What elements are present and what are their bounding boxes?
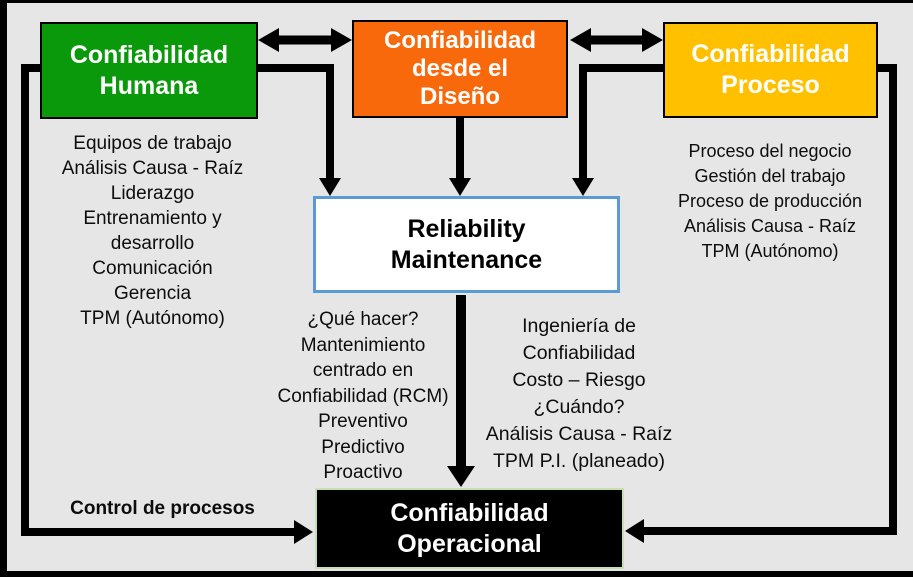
confiabilidad-humana-title: Confiabilidad Humana xyxy=(69,40,229,100)
arrow-humana-diseno-bidirectional-icon xyxy=(258,28,352,52)
control-de-procesos-label: Control de procesos xyxy=(70,498,255,519)
humana-items-list: Equipos de trabajo Análisis Causa - Raíz… xyxy=(61,133,244,329)
confiabilidad-proceso-box: Confiabilidad Proceso xyxy=(663,22,878,118)
confiabilidad-proceso-title: Confiabilidad Proceso xyxy=(691,40,850,99)
confiabilidad-humana-box: Confiabilidad Humana xyxy=(40,22,258,119)
confiabilidad-operacional-box: Confiabilidad Operacional xyxy=(315,488,624,569)
frame-left-bar xyxy=(0,0,7,577)
proceso-items-list: Proceso del negocio Gestión del trabajo … xyxy=(677,141,863,261)
frame-bottom-bar xyxy=(0,571,913,577)
confiabilidad-diseno-box: Confiabilidad desde el Diseño xyxy=(352,20,568,118)
confiabilidad-operacional-title: Confiabilidad Operacional xyxy=(390,498,549,558)
reliability-maintenance-box: Reliability Maintenance xyxy=(313,196,620,293)
reliability-maintenance-title: Reliability Maintenance xyxy=(390,214,543,274)
frame-top-bar xyxy=(0,0,913,3)
rm-right-notes-list: Ingeniería de Confiabilidad Costo – Ries… xyxy=(485,315,673,472)
arrow-diseno-to-rm-icon xyxy=(449,118,471,196)
rm-left-notes-list: ¿Qué hacer? Mantenimiento centrado en Co… xyxy=(277,309,449,483)
confiabilidad-diseno-title: Confiabilidad desde el Diseño xyxy=(384,27,536,110)
arrow-diseno-proceso-bidirectional-icon xyxy=(570,28,663,52)
